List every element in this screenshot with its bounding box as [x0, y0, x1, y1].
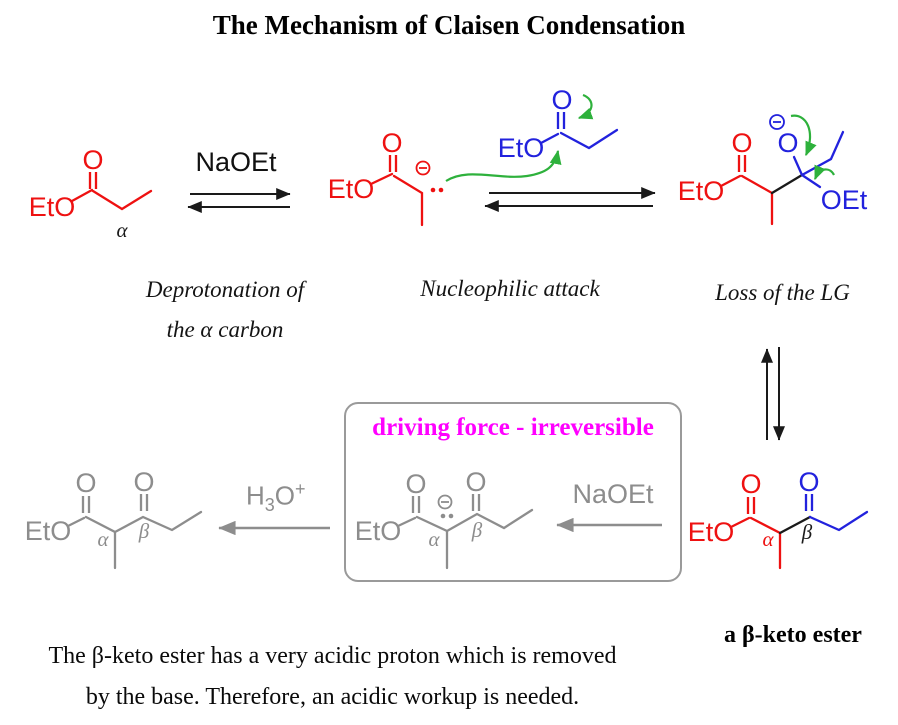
- h3o-subscript: 3: [264, 494, 275, 515]
- atom-label-o: O: [551, 85, 572, 115]
- alpha-label: α: [97, 527, 109, 551]
- atom-label-o: O: [740, 469, 761, 499]
- alpha-label: α: [116, 218, 128, 242]
- page-title: The Mechanism of Claisen Condensation: [212, 10, 686, 40]
- alpha-label: α: [762, 527, 774, 551]
- ethyl-propanoate-structure: EtO O α: [29, 145, 153, 242]
- caption-deprotonation: Deprotonation of the α carbon: [95, 270, 355, 350]
- beta-label: β: [801, 520, 813, 544]
- minus-charge-icon: [415, 160, 431, 176]
- atom-label-o: O: [465, 467, 486, 497]
- atom-label-oet: OEt: [821, 185, 868, 215]
- final-product-structure: EtO O O α β: [25, 467, 203, 570]
- lone-pair-dot: [448, 513, 454, 519]
- bond-lines: [539, 128, 619, 150]
- atom-label-o: O: [133, 467, 154, 497]
- minus-charge-icon: [769, 114, 785, 130]
- footer-note: The β-keto ester has a very acidic proto…: [0, 636, 665, 718]
- blue-bond-lines: [792, 130, 845, 189]
- blue-ester-structure: EtO O: [498, 85, 619, 163]
- ester-double-bond: [746, 497, 756, 514]
- beta-keto-ester-caption: a β-keto ester: [724, 622, 862, 648]
- bond-lines: [396, 508, 534, 570]
- curved-arrow-pi-to-oxygen: [577, 93, 594, 120]
- caption-deprotonation-line1: Deprotonation of: [145, 277, 305, 302]
- beta-label: β: [138, 519, 150, 543]
- carbonyl-double-bond: [388, 155, 398, 172]
- lone-pair-dot: [430, 187, 436, 193]
- lone-pair-dot: [440, 513, 446, 519]
- black-bond-line: [778, 515, 812, 535]
- atom-label-eto: EtO: [29, 192, 76, 222]
- alpha-label: α: [428, 527, 440, 551]
- atom-label-o: O: [75, 468, 96, 498]
- footer-line2: by the base. Therefore, an acidic workup…: [85, 684, 580, 710]
- beta-keto-ester-structure: EtO O O α β: [688, 467, 869, 570]
- caption-nucleophilic-attack: Nucleophilic attack: [420, 276, 600, 301]
- driving-force-box: [344, 402, 682, 582]
- carbonyl-double-bond: [88, 172, 98, 189]
- carbonyl-double-bond: [737, 155, 747, 172]
- caption-deprotonation-line2: the α carbon: [166, 317, 284, 342]
- enolate-structure: EtO O: [328, 128, 444, 227]
- driving-force-title: driving force - irreversible: [372, 414, 654, 441]
- tetrahedral-intermediate-structure: EtO O O OEt: [678, 114, 868, 226]
- bond-lines: [70, 188, 153, 211]
- atom-label-eto: EtO: [355, 516, 402, 546]
- bond-lines: [66, 510, 203, 570]
- naoet-label-box: NaOEt: [572, 479, 654, 509]
- double-bonds: [411, 494, 481, 513]
- blue-bond-lines: [808, 510, 869, 532]
- curved-arrow-nucleophilic-attack: [445, 149, 562, 182]
- footer-line1: The β-keto ester has a very acidic proto…: [48, 643, 617, 669]
- curved-arrow-leaving-group: [813, 164, 835, 181]
- caption-loss-of-lg: Loss of the LG: [715, 280, 850, 305]
- atom-label-eto: EtO: [498, 133, 545, 163]
- h3o-h: H: [246, 480, 265, 511]
- curved-arrow-alkoxide-collapse: [790, 114, 817, 157]
- h3o-superscript: +: [295, 479, 306, 499]
- black-bond-line: [770, 173, 804, 195]
- ketone-double-bond: [804, 494, 814, 511]
- lone-pair-dot: [438, 187, 444, 193]
- naoet-label-step1: NaOEt: [195, 147, 277, 177]
- beta-label: β: [471, 518, 483, 542]
- box-enolate-structure: EtO O O α β: [355, 467, 534, 570]
- h3o-o: O: [274, 480, 296, 511]
- atom-label-o: O: [731, 128, 752, 158]
- atom-label-o: O: [405, 469, 426, 499]
- atom-label-eto: EtO: [678, 176, 725, 206]
- atom-label-o: O: [798, 467, 819, 497]
- atom-label-o: O: [82, 145, 103, 175]
- h3o-label: H3O+: [246, 479, 306, 516]
- double-bonds: [81, 494, 149, 513]
- atom-label-eto: EtO: [328, 174, 375, 204]
- bond-lines: [369, 172, 424, 227]
- atom-label-eto: EtO: [688, 517, 735, 547]
- minus-charge-icon: [437, 494, 453, 510]
- atom-label-o-alkoxide: O: [777, 128, 798, 158]
- red-bond-lines: [719, 174, 774, 226]
- carbonyl-double-bond: [556, 112, 566, 129]
- atom-label-eto: EtO: [25, 516, 72, 546]
- atom-label-o: O: [381, 128, 402, 158]
